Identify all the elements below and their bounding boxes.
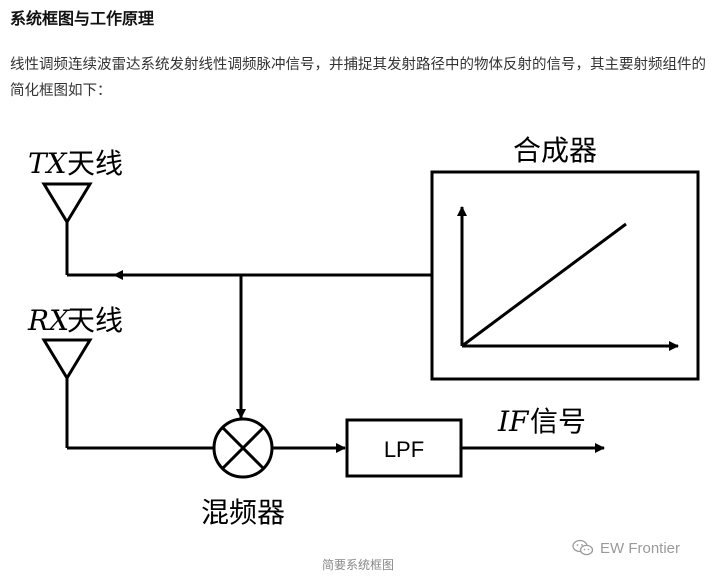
tx-antenna-label: 天线 [67, 147, 123, 180]
tx-antenna: TX 天线 [28, 147, 123, 275]
mixer: 混频器 [201, 417, 285, 529]
rx-antenna: RX 天线 [27, 304, 214, 450]
rx-antenna-italic: RX [27, 304, 70, 337]
synthesizer-block: 合成器 [430, 134, 700, 381]
lpf-label: LPF [384, 437, 424, 462]
watermark: EW Frontier [572, 539, 680, 557]
if-signal-label: 信号 [530, 405, 586, 438]
mixer-label: 混频器 [201, 496, 285, 529]
tx-antenna-symbol [41, 182, 93, 225]
synthesizer-label: 合成器 [513, 134, 597, 167]
section-heading: 系统框图与工作原理 [10, 9, 155, 28]
watermark-text: EW Frontier [600, 539, 681, 557]
figure-caption: 简要系统框图 [321, 558, 394, 572]
wechat-icon [572, 539, 594, 556]
if-signal-italic: IF [497, 405, 530, 438]
synth-chirp-ramp [461, 222, 627, 348]
rx-antenna-symbol [41, 338, 93, 381]
section-paragraph: 线性调频连续波雷达系统发射线性调频脉冲信号，并捕捉其发射路径中的物体反射的信号，… [10, 57, 706, 99]
rx-antenna-label: 天线 [67, 304, 123, 337]
tx-antenna-italic: TX [28, 147, 68, 180]
lpf-block: LPF [345, 418, 463, 478]
